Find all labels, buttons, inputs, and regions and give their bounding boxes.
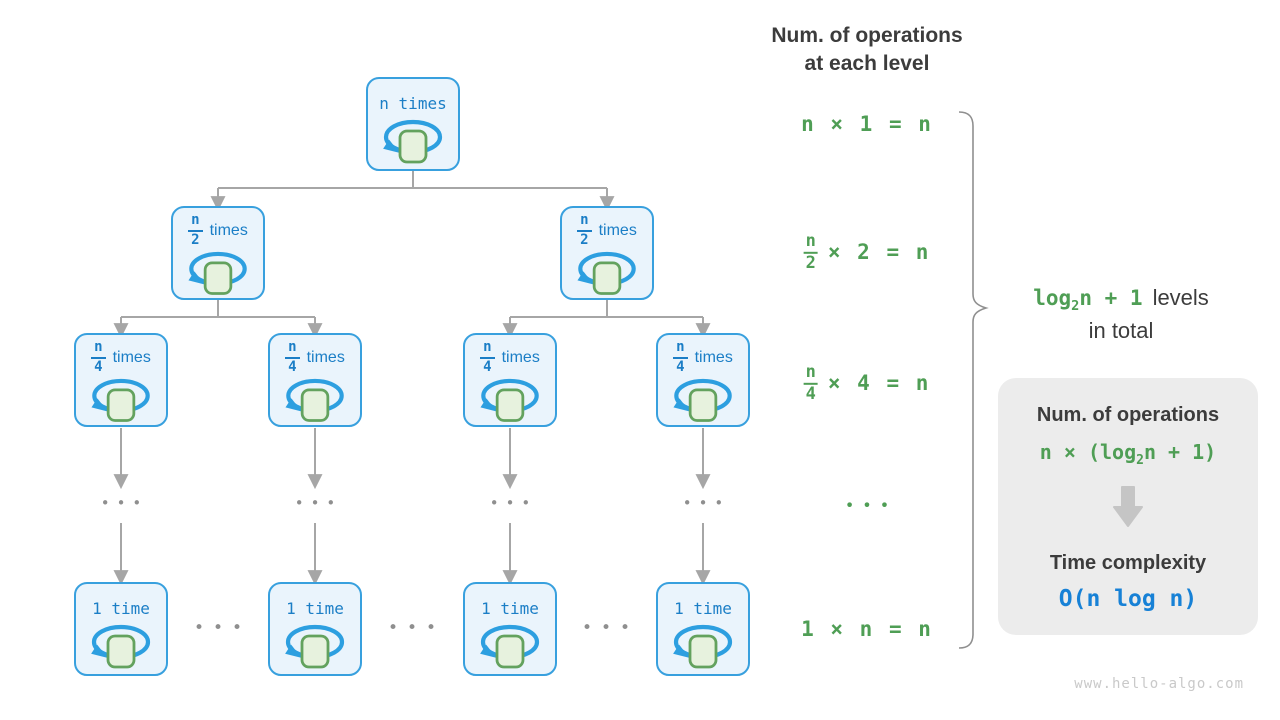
loop-icon <box>188 251 247 295</box>
summary-time-title: Time complexity <box>1049 552 1207 574</box>
loop-icon <box>383 119 443 164</box>
down-arrow-icon <box>1113 486 1143 527</box>
loop-icon <box>285 624 345 669</box>
loop-icon <box>480 378 539 422</box>
loop-icon <box>480 624 540 669</box>
tree-node-leaf-4: 1 time <box>656 582 750 676</box>
loop-icon <box>577 251 636 295</box>
brace <box>958 111 989 649</box>
row-ellipsis: ••• <box>581 618 640 638</box>
summary-ops-formula: n × (log2n + 1) <box>1039 440 1217 468</box>
operations-per-level-title: Num. of operations at each level <box>771 24 963 76</box>
column-ellipsis: ••• <box>294 494 343 512</box>
tree-node-leaf-1: 1 time <box>74 582 168 676</box>
row-ellipsis: ••• <box>387 618 446 638</box>
column-ellipsis: ••• <box>489 494 538 512</box>
tree-node-leaf-2: 1 time <box>268 582 362 676</box>
ops-level-1: n × 1 = n <box>801 112 933 136</box>
column-ellipsis: ••• <box>682 494 731 512</box>
loop-icon <box>285 378 344 422</box>
time-complexity-value: O(n log n) <box>1058 586 1198 612</box>
summary-box: Num. of operations n × (log2n + 1) Time … <box>998 378 1258 635</box>
node-label: 1 time <box>92 598 150 618</box>
watermark: www.hello-algo.com <box>1074 676 1244 692</box>
loop-icon <box>673 624 733 669</box>
column-ellipsis: ••• <box>100 494 149 512</box>
ops-ellipsis: ••• <box>844 495 898 515</box>
node-label: 1 time <box>674 598 732 618</box>
row-ellipsis: ••• <box>193 618 252 638</box>
tree-node-root: n times <box>366 77 460 171</box>
loop-icon <box>673 378 732 422</box>
node-label: 1 time <box>286 598 344 618</box>
log-formula: log2n + 1 <box>1033 286 1143 315</box>
node-label: 1 time <box>481 598 539 618</box>
loop-icon <box>91 624 151 669</box>
tree-node-leaf-3: 1 time <box>463 582 557 676</box>
loop-icon <box>91 378 150 422</box>
ops-level-last: 1 × n = n <box>801 617 933 641</box>
node-label: n times <box>379 93 447 113</box>
summary-ops-title: Num. of operations <box>1036 404 1220 426</box>
